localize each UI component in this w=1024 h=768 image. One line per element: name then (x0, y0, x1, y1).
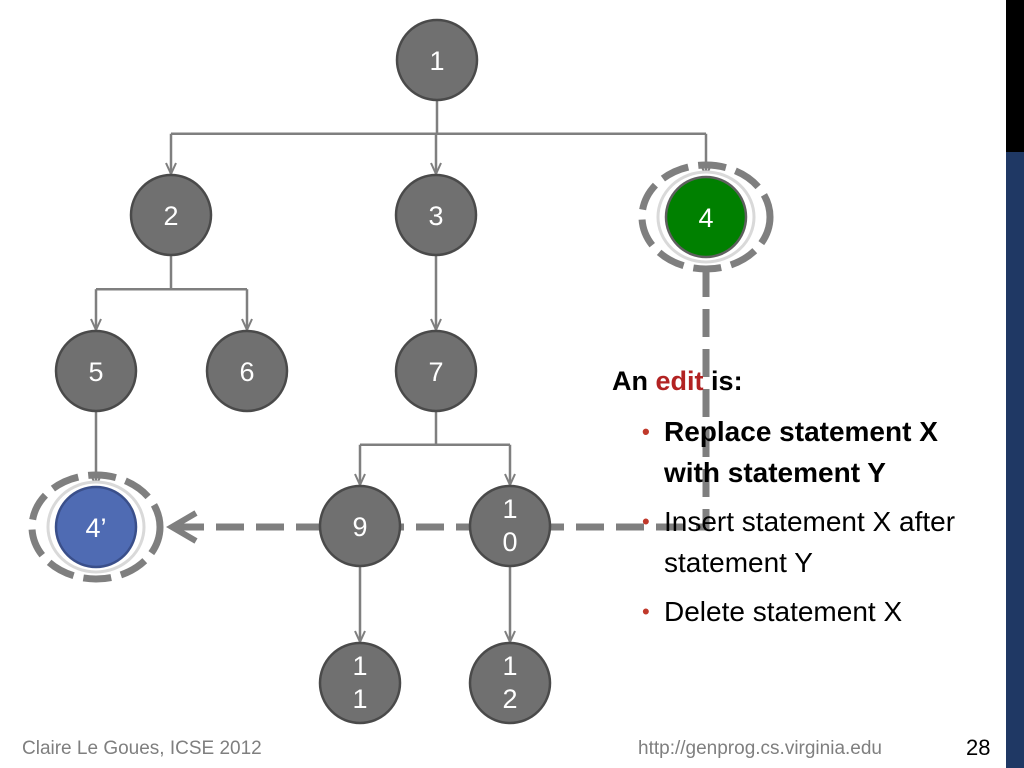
node-circle (468, 641, 552, 725)
edit-heading: An edit is: (612, 366, 992, 397)
node-label: 9 (352, 512, 367, 542)
edit-operation-text: Replace statement X with statement Y (664, 416, 938, 488)
node-circle (129, 173, 213, 257)
node-4-prime-blue: 4’ (54, 485, 138, 569)
node-circle (394, 329, 478, 413)
edit-keyword: edit (655, 366, 704, 396)
edit-operation-text: Insert statement X after statement Y (664, 506, 956, 578)
copy-path-arrowhead-icon (166, 510, 198, 544)
node-circle (54, 485, 138, 569)
edit-definition-panel: An edit is: • Replace statement X with st… (612, 366, 992, 640)
node-2: 2 (129, 173, 213, 257)
node-label: 1 (429, 46, 444, 76)
edit-operation-delete: • Delete statement X (642, 591, 992, 632)
node-label: 4 (698, 203, 713, 233)
node-label: 6 (239, 357, 254, 387)
node-circle (318, 484, 402, 568)
bullet-icon: • (642, 419, 650, 444)
node-label: 2 (163, 201, 178, 231)
footer-url: http://genprog.cs.virginia.edu (638, 738, 882, 759)
node-circle (395, 18, 479, 102)
node-label: 7 (428, 357, 443, 387)
slide-accent-bar-blue (1006, 152, 1024, 768)
node-circle (394, 173, 478, 257)
page-number: 28 (966, 735, 991, 760)
node-label: 4’ (85, 513, 106, 543)
node-3: 3 (394, 173, 478, 257)
footer-author: Claire Le Goues, ICSE 2012 (22, 738, 262, 759)
edit-operation-insert: • Insert statement X after statement Y (642, 501, 992, 583)
node-7: 7 (394, 329, 478, 413)
node-4-green: 4 (664, 175, 748, 259)
edit-heading-suffix: is: (711, 366, 743, 396)
edit-operation-text: Delete statement X (664, 596, 903, 627)
node-label: 3 (428, 201, 443, 231)
highlight-ring-n4p (28, 471, 164, 583)
node-circle (664, 175, 748, 259)
edit-operations-list: • Replace statement X with statement Y • I… (612, 411, 992, 632)
slide-accent-bar-black (1006, 0, 1024, 152)
node-circle (318, 641, 402, 725)
node-circle (205, 329, 289, 413)
node-circle (468, 484, 552, 568)
edit-heading-prefix: An (612, 366, 648, 396)
bullet-icon: • (642, 509, 650, 534)
node-9: 9 (318, 484, 402, 568)
node-label: 5 (88, 357, 103, 387)
node-6: 6 (205, 329, 289, 413)
node-1: 1 (395, 18, 479, 102)
edit-operation-replace: • Replace statement X with statement Y (642, 411, 992, 493)
node-5: 5 (54, 329, 138, 413)
bullet-icon: • (642, 599, 650, 624)
node-circle (54, 329, 138, 413)
